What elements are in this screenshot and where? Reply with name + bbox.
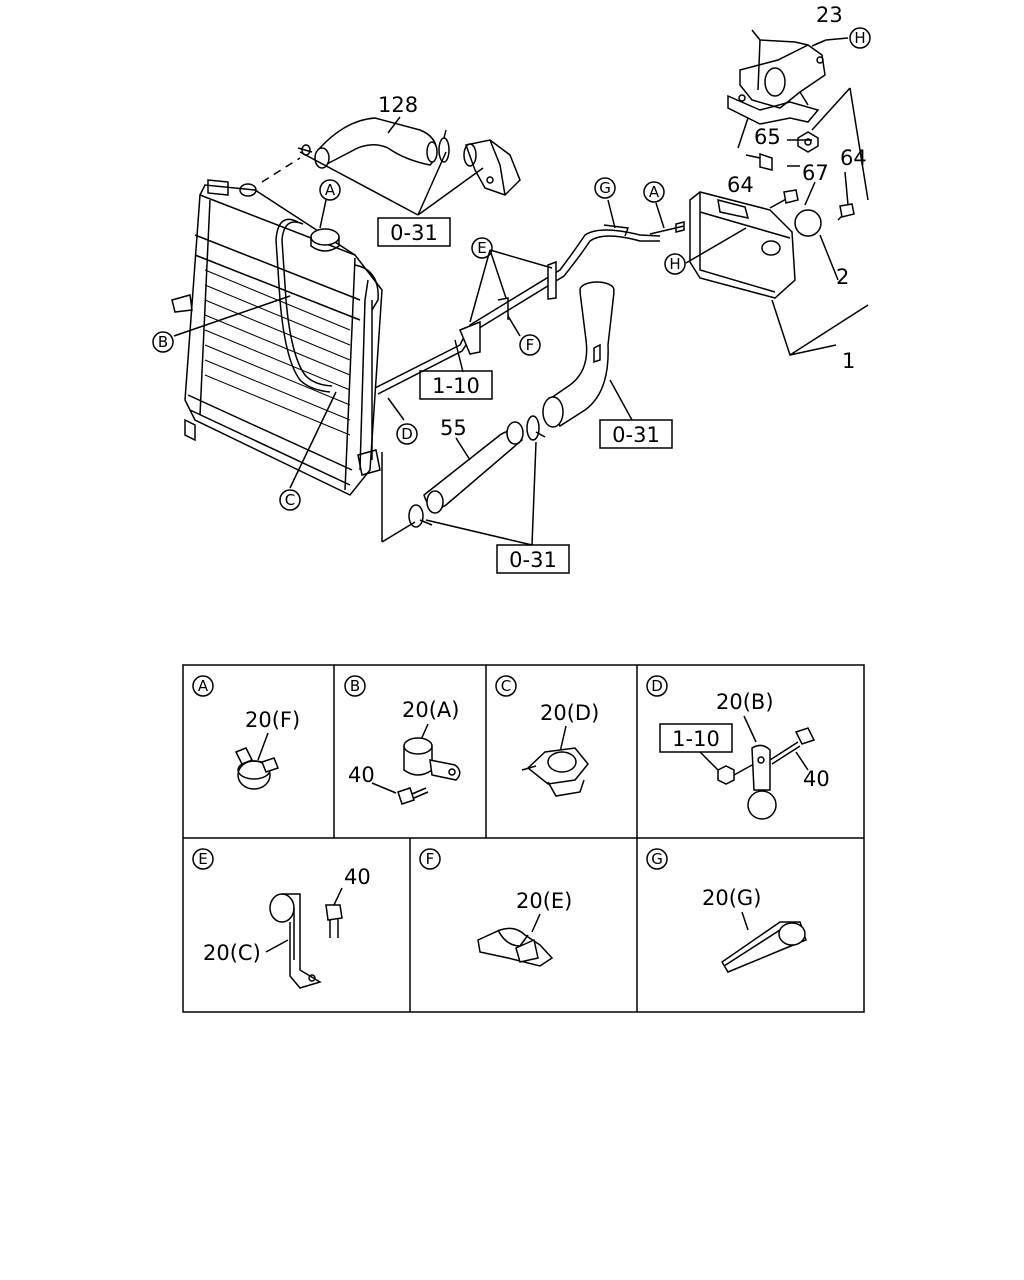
detail-b-bolt: 40 [348,763,375,787]
svg-text:B: B [350,677,360,695]
detail-e-part: 20(C) [203,941,261,965]
svg-text:G: G [599,179,611,197]
svg-text:F: F [526,336,535,354]
nut-65 [797,131,819,153]
clamp-20g-icon [720,921,807,973]
svg-text:A: A [649,183,660,201]
bolt-64-left [769,189,799,209]
ref-box-0-31-mid: 0-31 [599,419,673,449]
lower-pipe [542,281,615,428]
marker-b: B [152,331,174,353]
callout-128: 128 [378,93,418,117]
detail-g-part: 20(G) [702,886,761,910]
detail-cell-f: F 20(E) [419,848,572,967]
detail-a-part: 20(F) [245,708,300,732]
bolt-64-right [837,203,855,221]
clamp-20c-icon [269,893,322,989]
detail-cell-e: E 40 20(C) [192,848,371,989]
svg-text:A: A [198,677,209,695]
marker-a-tank: A [643,181,665,203]
callout-64-left: 64 [727,173,754,197]
marker-h-top: H [849,27,871,49]
svg-text:C: C [501,677,511,695]
hose-clamp-top [438,129,450,163]
callout-1: 1 [842,349,855,373]
detail-cell-g: G 20(G) [646,848,807,973]
detail-f-part: 20(E) [516,889,572,913]
detail-table [182,664,865,1013]
callout-23: 23 [816,3,843,27]
svg-text:A: A [325,181,336,199]
detail-cell-d: D 20(B) 40 1-10 [646,675,830,820]
callout-65: 65 [754,125,781,149]
bolt-40-d-icon [769,727,816,765]
clamp-lower-right [526,415,546,441]
svg-text:0-31: 0-31 [390,221,438,245]
detail-cell-b: B 20(A) 40 [344,675,461,805]
svg-text:E: E [477,239,486,257]
marker-a-radiator: A [319,179,341,201]
upper-hose [297,117,438,169]
marker-e: E [471,237,493,259]
svg-text:1-10: 1-10 [432,374,480,398]
bolt-67 [745,152,773,171]
svg-text:B: B [158,333,168,351]
clamp-20f-icon [234,747,279,790]
detail-d-part: 20(B) [716,690,774,714]
svg-text:0-31: 0-31 [612,423,660,447]
marker-d: D [396,423,418,445]
svg-text:E: E [198,850,207,868]
detail-d-ref: 1-10 [672,727,720,751]
svg-text:H: H [669,255,680,273]
detail-e-bolt: 40 [344,865,371,889]
clamp-20a-icon [403,737,461,781]
svg-text:F: F [426,850,435,868]
reservoir-tank [689,191,822,299]
marker-c: C [279,489,301,511]
ref-box-0-31-top: 0-31 [377,217,451,247]
clamp-20e-icon [477,927,554,967]
ref-box-1-10: 1-10 [419,370,493,400]
svg-text:G: G [651,850,663,868]
bolt-40-b-icon [397,787,429,805]
detail-d-bolt: 40 [803,767,830,791]
marker-f: F [519,334,541,356]
marker-g: G [594,177,616,199]
callout-55: 55 [440,416,467,440]
bolt-40-e-icon [325,904,343,938]
clamp-20d-icon [521,747,589,797]
svg-text:D: D [651,677,663,695]
ref-box-0-31-bottom: 0-31 [496,544,570,574]
svg-text:0-31: 0-31 [509,548,557,572]
svg-text:C: C [285,491,295,509]
detail-c-part: 20(D) [540,701,599,725]
detail-b-part: 20(A) [402,698,459,722]
callout-64-right: 64 [840,146,867,170]
radiator [171,179,383,496]
thermostat-housing [463,139,521,196]
svg-text:D: D [401,425,413,443]
marker-h-tank: H [664,253,686,275]
mounting-bracket [727,29,826,125]
clamp-20b-icon [747,744,777,820]
clamp-lower-left [408,504,433,528]
callout-67: 67 [802,161,829,185]
lower-hose [423,421,524,514]
callout-2: 2 [836,265,849,289]
svg-text:H: H [854,29,865,47]
nut-d-icon [717,764,753,785]
detail-cell-a: A 20(F) [192,675,300,790]
detail-cell-c: C 20(D) [495,675,599,797]
